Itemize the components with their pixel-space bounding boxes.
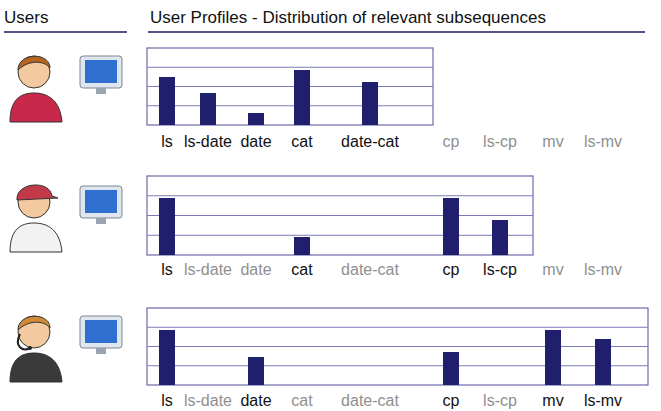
axis-label: cat: [291, 134, 312, 150]
axis-label: ls-date: [184, 262, 232, 278]
axis-label: ls-mv: [584, 262, 622, 278]
axis-label: ls-cp: [483, 134, 517, 150]
axis-label: date: [240, 262, 271, 278]
user-icon: [10, 316, 122, 382]
axis-label: date: [240, 393, 271, 409]
axis-label: mv: [542, 393, 563, 409]
axis-label: ls: [161, 134, 173, 150]
axis-label: date-cat: [341, 393, 399, 409]
column-heading: Users: [4, 8, 48, 28]
profile-chart: [147, 48, 433, 125]
heading-rule: [148, 31, 645, 33]
axis-label: cp: [443, 393, 460, 409]
axis-label: cp: [443, 134, 460, 150]
axis-label: ls-date: [184, 134, 232, 150]
axis-label: date: [240, 134, 271, 150]
axis-label: cp: [443, 262, 460, 278]
axis-label: cat: [291, 393, 312, 409]
user-icon: [10, 185, 122, 252]
axis-label: ls-cp: [483, 262, 517, 278]
axis-label: date-cat: [341, 262, 399, 278]
heading-rule: [4, 31, 127, 33]
user-icon: [10, 56, 122, 122]
axis-label: ls-cp: [483, 393, 517, 409]
axis-label: ls-mv: [584, 134, 622, 150]
axis-label: cat: [291, 262, 312, 278]
axis-label: ls: [161, 262, 173, 278]
column-heading: User Profiles - Distribution of relevant…: [150, 8, 546, 28]
axis-label: ls-mv: [584, 393, 622, 409]
axis-label: mv: [542, 262, 563, 278]
axis-label: mv: [542, 134, 563, 150]
axis-label: ls-date: [184, 393, 232, 409]
profile-chart: [147, 176, 533, 255]
axis-label: ls: [161, 393, 173, 409]
axis-label: date-cat: [341, 134, 399, 150]
profile-chart: [147, 308, 648, 385]
